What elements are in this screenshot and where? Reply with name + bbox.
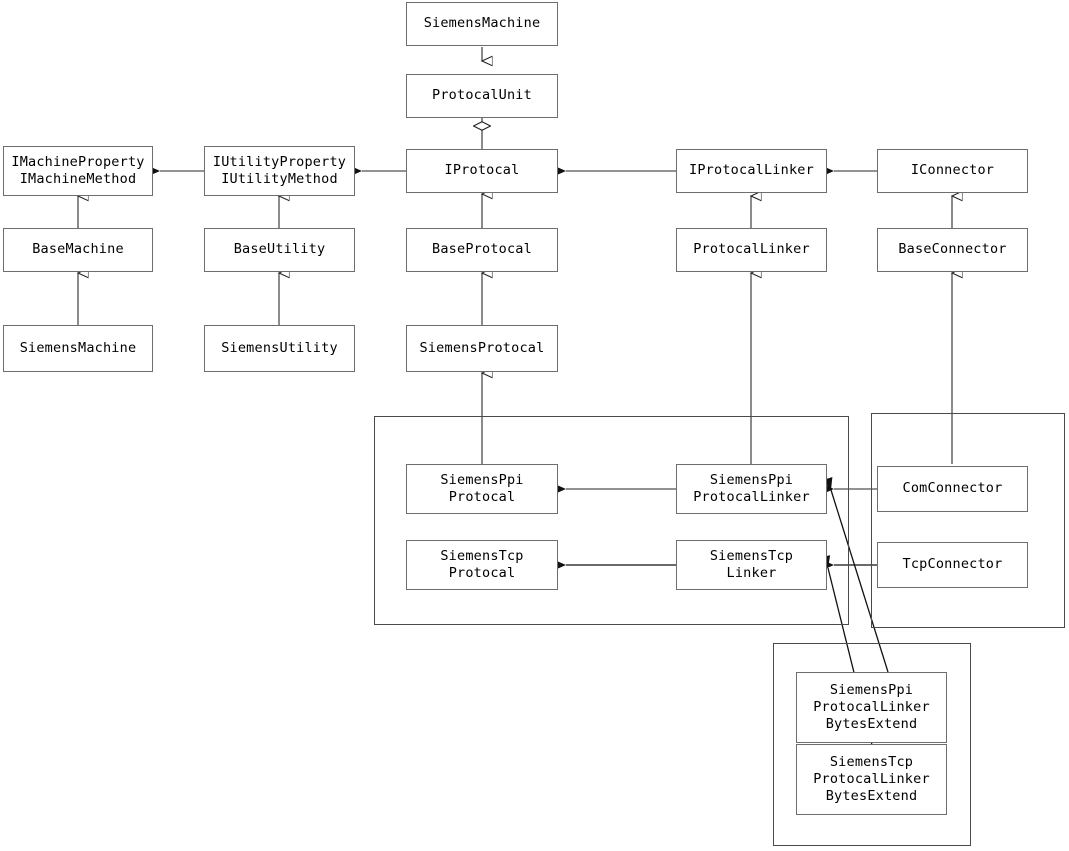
node-label: IConnector [910,162,995,179]
node-base-protocal[interactable]: BaseProtocal [406,228,558,272]
node-label: BaseMachine [32,241,124,258]
node-label: SiemensTcp Linker [709,547,794,581]
node-label: TcpConnector [902,556,1003,573]
node-protocal-linker[interactable]: ProtocalLinker [676,228,827,272]
node-label: SiemensPpi ProtocalLinker BytesExtend [813,681,930,733]
node-siemens-ppi-protocal[interactable]: SiemensPpi Protocal [406,464,558,514]
node-siemens-utility[interactable]: SiemensUtility [204,325,355,372]
node-tcp-connector[interactable]: TcpConnector [877,542,1028,588]
protocal-impl-group [374,416,849,625]
node-siemens-tcp-protocal-linker-bytes-extend[interactable]: SiemensTcp ProtocalLinker BytesExtend [796,744,947,815]
node-protocal-unit[interactable]: ProtocalUnit [406,74,558,118]
node-label: ProtocalLinker [693,241,810,258]
node-label: SiemensUtility [221,339,338,356]
node-siemens-tcp-linker[interactable]: SiemensTcp Linker [676,540,827,590]
node-label: SiemensTcp Protocal [440,547,524,581]
node-label: SiemensMachine [423,15,541,32]
node-siemens-tcp-protocal[interactable]: SiemensTcp Protocal [406,540,558,590]
node-siemens-machine[interactable]: SiemensMachine [3,325,153,372]
node-com-connector[interactable]: ComConnector [877,466,1028,512]
node-label: BaseUtility [233,241,326,258]
node-iutility-property[interactable]: IUtilityProperty IUtilityMethod [204,146,355,196]
node-label: IMachineProperty IMachineMethod [11,153,145,187]
node-iprotocal-linker[interactable]: IProtocalLinker [676,149,827,193]
node-imachine-property[interactable]: IMachineProperty IMachineMethod [3,146,153,196]
node-label: IProtocal [444,162,520,179]
node-label: SiemensTcp ProtocalLinker BytesExtend [813,753,930,805]
node-siemens-machine-top[interactable]: SiemensMachine [406,2,558,46]
node-base-connector[interactable]: BaseConnector [877,228,1028,272]
node-label: ProtocalUnit [432,87,532,104]
node-siemens-ppi-protocal-linker-bytes-extend[interactable]: SiemensPpi ProtocalLinker BytesExtend [796,672,947,743]
node-label: IProtocalLinker [689,162,814,179]
node-base-machine[interactable]: BaseMachine [3,228,153,272]
node-label: SiemensProtocal [419,339,545,356]
node-label: SiemensPpi Protocal [440,471,524,505]
node-siemens-protocal[interactable]: SiemensProtocal [406,325,558,372]
node-iprotocal[interactable]: IProtocal [406,149,558,193]
node-label: SiemensPpi ProtocalLinker [693,471,810,505]
bytes-extend-group [773,643,971,846]
node-iconnector[interactable]: IConnector [877,149,1028,193]
node-label: BaseConnector [898,241,1007,258]
node-siemens-ppi-protocal-linker[interactable]: SiemensPpi ProtocalLinker [676,464,827,514]
node-label: ComConnector [902,480,1003,497]
node-base-utility[interactable]: BaseUtility [204,228,355,272]
connector-impl-group [871,413,1065,628]
node-label: IUtilityProperty IUtilityMethod [212,153,347,187]
node-label: SiemensMachine [19,339,137,356]
node-label: BaseProtocal [432,241,532,258]
